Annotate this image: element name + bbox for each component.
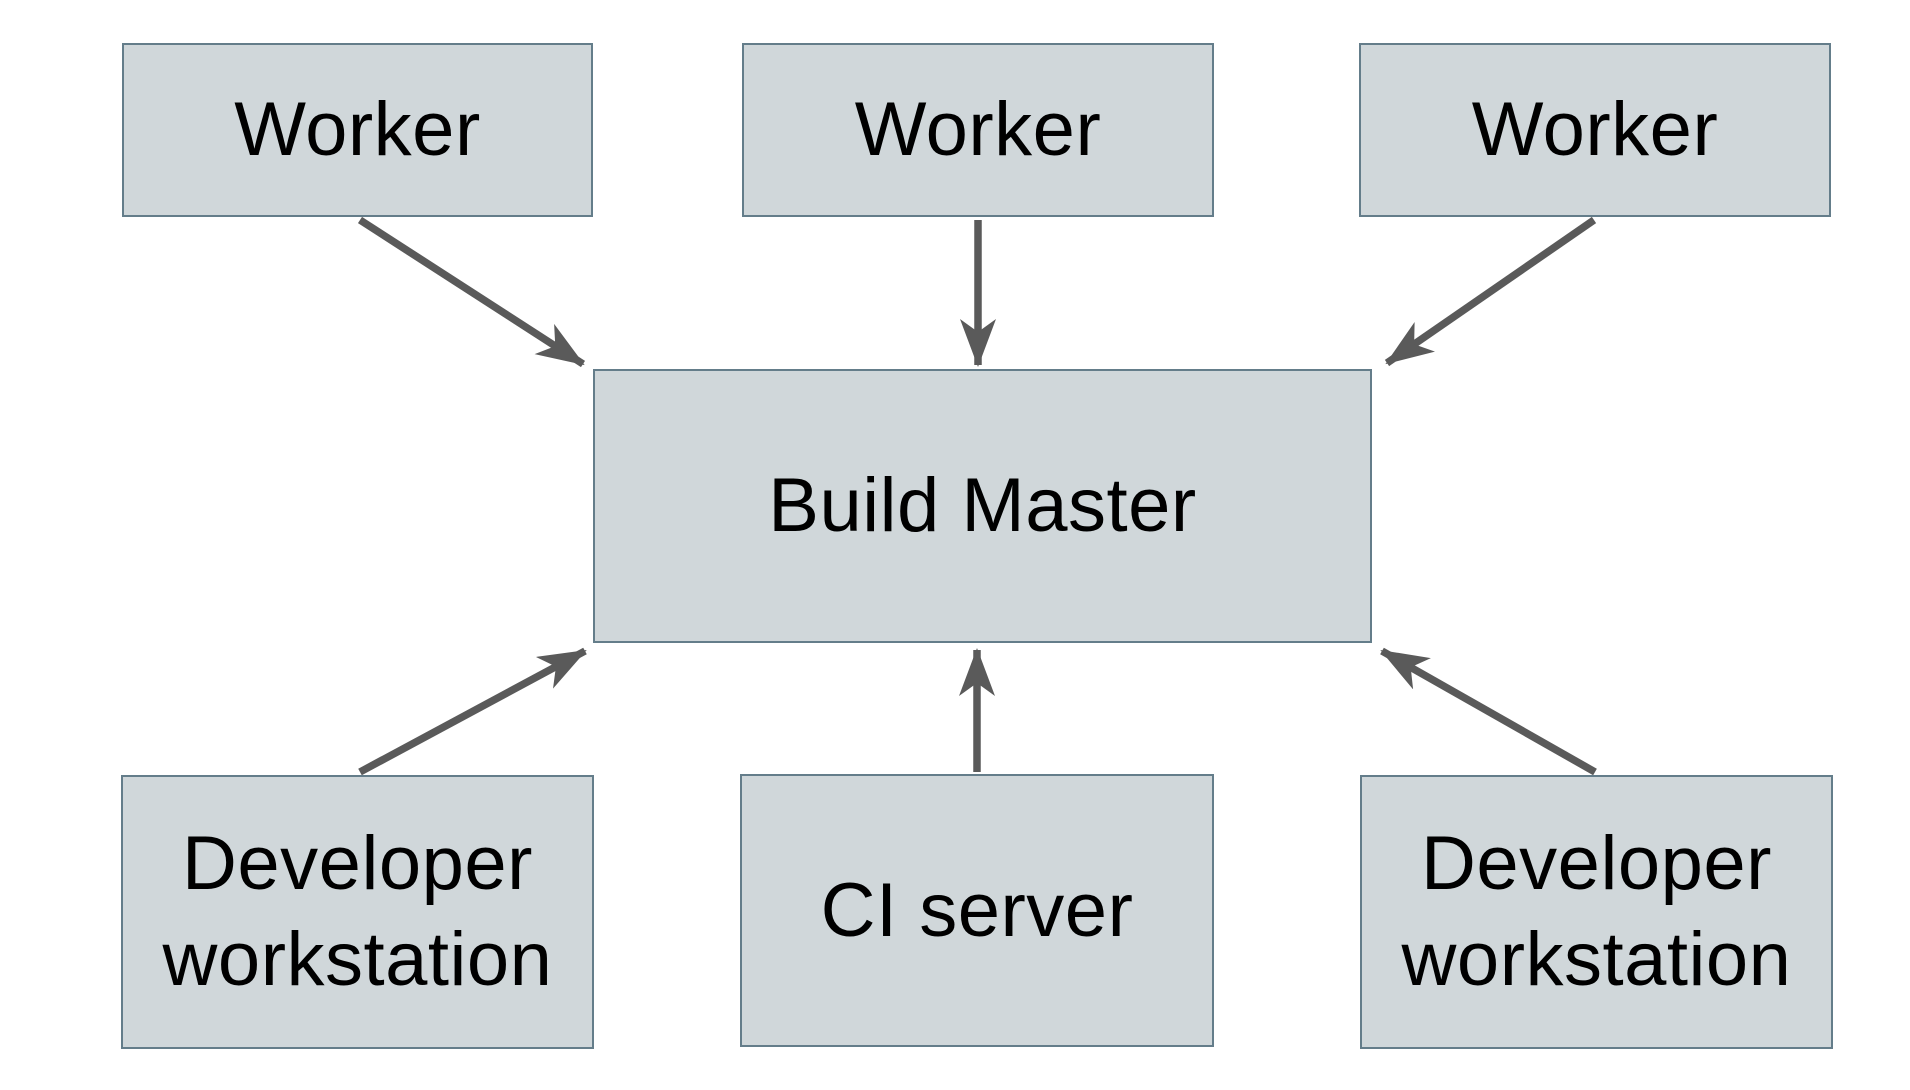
edge-dev-workstation-right-to-build-master — [1380, 647, 1597, 776]
node-worker-right: Worker — [1359, 43, 1831, 217]
node-dev-workstation-left: Developer workstation — [121, 775, 594, 1049]
node-ci-server-label: CI server — [820, 867, 1134, 953]
node-build-master: Build Master — [593, 369, 1372, 643]
node-worker-center-label: Worker — [854, 87, 1102, 173]
node-dev-workstation-right: Developer workstation — [1360, 775, 1833, 1049]
node-worker-left: Worker — [122, 43, 593, 217]
node-worker-right-label: Worker — [1471, 87, 1719, 173]
edge-worker-right-to-build-master — [1384, 216, 1597, 367]
node-build-master-label: Build Master — [768, 463, 1197, 549]
node-ci-server: CI server — [740, 774, 1214, 1047]
edge-dev-workstation-left-to-build-master — [358, 647, 587, 776]
node-worker-center: Worker — [742, 43, 1214, 217]
edge-worker-left-to-build-master — [357, 216, 586, 368]
node-dev-workstation-left-label: Developer workstation — [162, 821, 553, 1002]
node-dev-workstation-right-label: Developer workstation — [1401, 821, 1792, 1002]
node-worker-left-label: Worker — [234, 87, 481, 173]
